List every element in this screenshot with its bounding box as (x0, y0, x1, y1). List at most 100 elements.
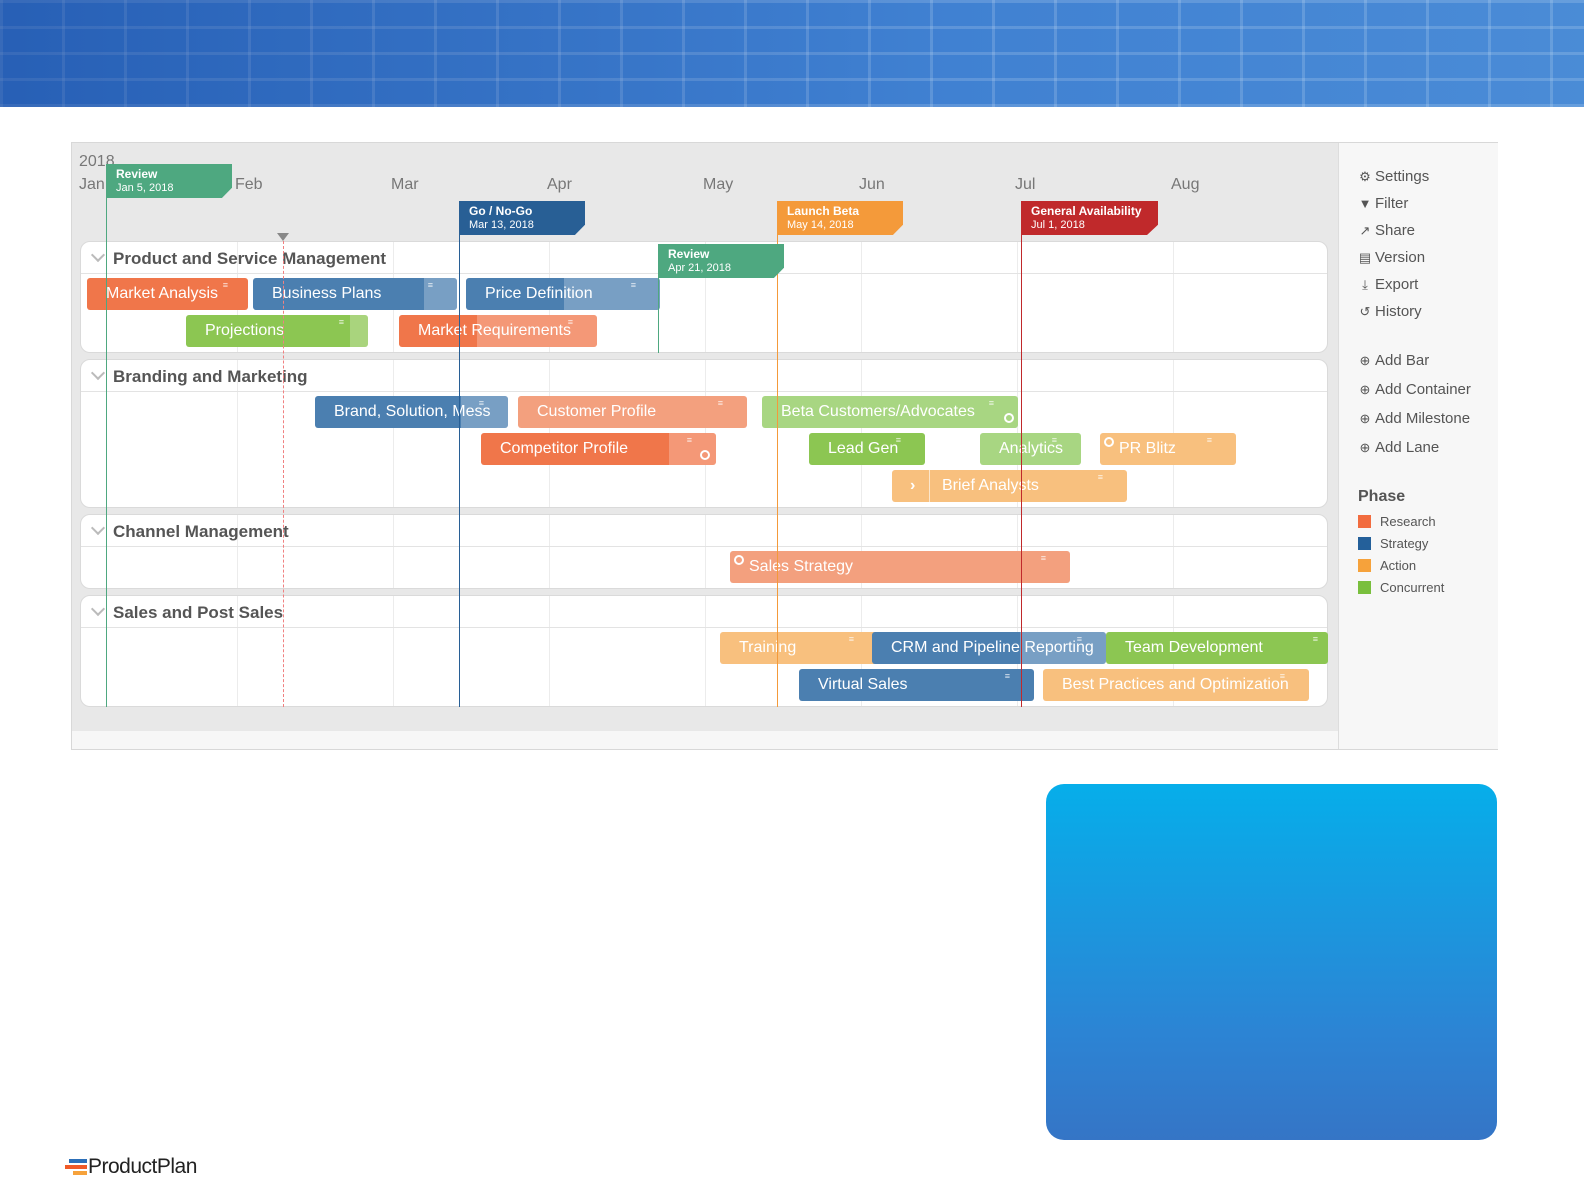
connector-icon[interactable] (734, 555, 744, 565)
roadmap-bar[interactable]: Sales Strategy≡ (730, 551, 1070, 583)
roadmap-bar[interactable]: Market Requirements≡ (399, 315, 597, 347)
today-marker-icon[interactable] (277, 233, 289, 241)
filter-menu-item[interactable]: ▼Filter (1358, 195, 1409, 212)
lane-header[interactable]: Branding and Marketing (81, 360, 1327, 392)
roadmap-bar[interactable]: Projections≡ (186, 315, 368, 347)
roadmap-bar[interactable]: Brand, Solution, Mess≡ (315, 396, 508, 428)
legend-swatch (1358, 581, 1371, 594)
connector-icon[interactable] (700, 450, 710, 460)
roadmap-bar[interactable]: Virtual Sales≡ (799, 669, 1034, 701)
roadmap-bar[interactable]: CRM and Pipeline Reporting≡ (872, 632, 1106, 664)
roadmap-bar[interactable]: Price Definition≡ (466, 278, 660, 310)
grip-icon: ≡ (895, 435, 901, 445)
roadmap-bar[interactable]: Analytics≡ (980, 433, 1081, 465)
grip-icon: ≡ (1040, 553, 1046, 563)
grip-icon: ≡ (567, 317, 573, 327)
month-label: Jun (859, 176, 885, 193)
legend-item[interactable]: Concurrent (1358, 580, 1444, 595)
collapse-chevron-icon[interactable] (90, 601, 106, 617)
lane-channel-management[interactable]: Channel Management Sales Strategy≡ (80, 514, 1328, 589)
month-label: Mar (391, 176, 419, 193)
productplan-logo-icon (65, 1159, 87, 1175)
roadmap-bar[interactable]: Best Practices and Optimization≡ (1043, 669, 1309, 701)
roadmap-bar[interactable]: PR Blitz≡ (1100, 433, 1236, 465)
collapse-chevron-icon[interactable] (90, 520, 106, 536)
month-label: Jan (79, 176, 105, 193)
lane-header[interactable]: Channel Management (81, 515, 1327, 547)
plus-circle-icon: ⊕ (1359, 382, 1371, 397)
settings-menu-item[interactable]: ⚙Settings (1359, 168, 1430, 185)
timeline-year: 2018 (79, 153, 115, 170)
lane-product-service-management[interactable]: Product and Service Management Market An… (80, 241, 1328, 353)
grip-icon: ≡ (222, 280, 228, 290)
side-panel: ⚙Settings ▼Filter ↗Share ▤Version ⤓Expor… (1338, 143, 1498, 749)
roadmap-bar[interactable]: Customer Profile≡ (518, 396, 747, 428)
header-banner (0, 0, 1584, 107)
legend-item[interactable]: Strategy (1358, 536, 1428, 551)
plus-circle-icon: ⊕ (1359, 353, 1371, 368)
grip-icon: ≡ (427, 280, 433, 290)
add-container-button[interactable]: ⊕Add Container (1359, 381, 1471, 398)
grip-icon: ≡ (686, 435, 692, 445)
history-menu-item[interactable]: ↺History (1359, 303, 1422, 320)
milestone-line (777, 235, 778, 707)
lane-sales-post-sales[interactable]: Sales and Post Sales Training≡ CRM and P… (80, 595, 1328, 707)
grip-icon: ≡ (478, 398, 484, 408)
month-label: Aug (1171, 176, 1200, 193)
milestone-line (459, 235, 460, 707)
roadmap-bar[interactable]: Business Plans≡ (253, 278, 457, 310)
roadmap-canvas: 2018 Jan Feb Mar Apr May Jun Jul Aug Pro… (72, 143, 1338, 731)
grip-icon: ≡ (338, 317, 344, 327)
connector-icon[interactable] (1004, 413, 1014, 423)
connector-icon[interactable] (1104, 437, 1114, 447)
version-menu-item[interactable]: ▤Version (1358, 249, 1426, 266)
grip-icon: ≡ (1097, 472, 1103, 482)
collapse-chevron-icon[interactable] (90, 247, 106, 263)
month-label: Jul (1015, 176, 1036, 193)
add-lane-button[interactable]: ⊕Add Lane (1359, 439, 1440, 456)
export-menu-item[interactable]: ⤓Export (1358, 276, 1418, 293)
roadmap-bar[interactable]: Market Analysis≡ (87, 278, 248, 310)
legend-item[interactable]: Action (1358, 558, 1416, 573)
grip-icon: ≡ (1206, 435, 1212, 445)
roadmap-bar[interactable]: Beta Customers/Advocates≡ (762, 396, 1018, 428)
share-icon: ↗ (1359, 223, 1371, 238)
gear-icon: ⚙ (1359, 169, 1371, 184)
lane-title: Product and Service Management (113, 249, 387, 268)
lane-title: Branding and Marketing (113, 367, 308, 386)
roadmap-bar[interactable]: Team Development≡ (1106, 632, 1328, 664)
grip-icon: ≡ (717, 398, 723, 408)
lane-branding-marketing[interactable]: Branding and Marketing Brand, Solution, … (80, 359, 1328, 508)
share-menu-item[interactable]: ↗Share (1359, 222, 1416, 239)
filter-icon: ▼ (1358, 196, 1372, 211)
grip-icon: ≡ (1279, 671, 1285, 681)
legend-item[interactable]: Research (1358, 514, 1436, 529)
archive-icon: ▤ (1358, 250, 1372, 265)
month-label: May (703, 176, 734, 193)
month-label: Apr (547, 176, 572, 193)
history-icon: ↺ (1359, 304, 1371, 319)
month-label: Feb (235, 176, 263, 193)
grip-icon: ≡ (630, 280, 636, 290)
plus-circle-icon: ⊕ (1359, 411, 1371, 426)
milestone-line (658, 278, 659, 353)
lane-header[interactable]: Sales and Post Sales (81, 596, 1327, 628)
grip-icon: ≡ (848, 634, 854, 644)
add-bar-button[interactable]: ⊕Add Bar (1359, 352, 1430, 369)
legend-swatch (1358, 537, 1371, 550)
promo-panel (1046, 784, 1497, 1140)
grip-icon: ≡ (988, 398, 994, 408)
roadmap-bar[interactable]: Training≡ (720, 632, 878, 664)
roadmap-bar[interactable]: Lead Gen≡ (809, 433, 925, 465)
add-milestone-button[interactable]: ⊕Add Milestone (1359, 410, 1471, 427)
collapse-chevron-icon[interactable] (90, 365, 106, 381)
roadmap-bar[interactable]: Competitor Profile≡ (481, 433, 716, 465)
expand-container-icon[interactable]: › (896, 470, 930, 502)
roadmap-bar[interactable]: ›Brief Analysts≡ (892, 470, 1127, 502)
legend-title: Phase (1358, 488, 1406, 505)
